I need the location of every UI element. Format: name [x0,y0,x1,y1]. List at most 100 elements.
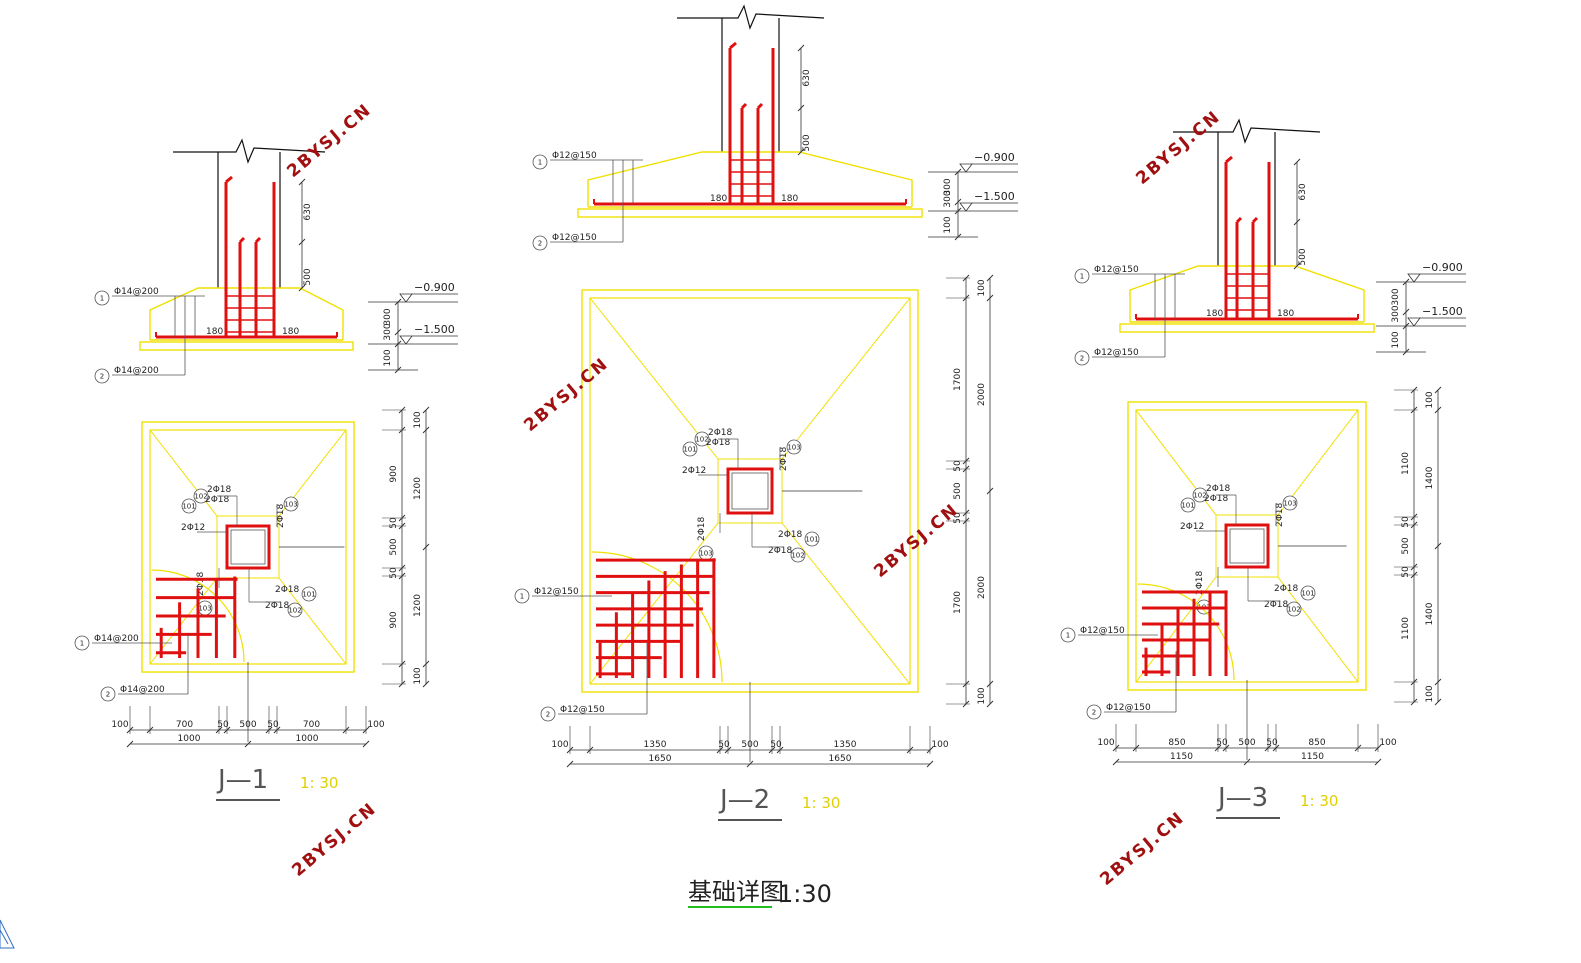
dimension-text: 1100 [1401,617,1411,640]
dimension-text: 1100 [1401,452,1411,475]
dimension-text: 50 [1401,566,1411,578]
drawing-title: 基础详图 [688,878,784,906]
anchorage-length-left: 180 [206,327,223,337]
rebar-tag: 2Φ18 [1206,484,1231,494]
anchorage-length-right: 180 [781,194,798,204]
detail-scale: 1: 30 [300,774,338,792]
dimension-tick [244,740,252,748]
dimension-tick [1434,386,1442,394]
dimension-tick [986,294,994,302]
dimension-text: 630 [303,203,313,220]
rebar-callout-2: Φ12@150 [552,233,597,243]
rebar-callout-1: Φ12@150 [534,587,579,597]
dimension-text: 1200 [413,477,423,500]
column-break-line [173,138,326,164]
dimension-text: 100 [943,216,953,233]
rebar-tag: 2Φ18 [1274,584,1299,594]
rebar-tag: 2Φ18 [207,485,232,495]
dimension-tick [422,660,430,668]
callout-bubble-number: 1 [1066,632,1070,640]
dimension-text: 850 [1168,738,1185,748]
dimension-text: 500 [239,720,256,730]
rebar-tag: 2Φ18 [1195,570,1205,595]
callout-bubble [1300,585,1316,601]
callout-bubble [1282,495,1298,511]
column-rebar [1251,216,1259,224]
slope-ridge-line [1277,576,1359,683]
dimension-text: 50 [1401,516,1411,528]
elevation-marker [959,163,973,173]
column-rebar [238,236,246,244]
callout-bubble-number: 2 [1080,355,1084,363]
dimension-text: 50 [1266,738,1278,748]
dimension-text: 1200 [413,594,423,617]
dimension-tick [1374,758,1382,766]
rebar-callout-2: Φ12@150 [1106,703,1151,713]
callout-bubble-number: 102 [194,493,207,501]
blinding-layer [1119,323,1375,333]
slope-ridge-line [781,522,911,685]
dimension-text: 100 [383,349,393,366]
footing-section-outline [149,287,344,340]
dimension-tick [797,44,805,52]
rebar-tag: 2Φ18 [708,428,733,438]
blinding-layer [577,208,923,218]
dimension-text: 1150 [1301,752,1324,762]
dimension-text: 100 [931,740,948,750]
callout-bubble [181,498,197,514]
dimension-text: 1700 [953,368,963,391]
elevation-marker [959,202,973,212]
column-rebar [740,102,748,110]
dimension-tick [954,198,962,206]
ucs-icon [0,919,15,949]
callout-bubble-number: 1 [100,295,104,303]
callout-bubble-number: 103 [787,444,800,452]
watermark: 2BYSJ.CN [870,500,962,582]
callout-bubble-number: 101 [302,591,315,599]
callout-bubble [193,488,209,504]
callout-bubble-number: 103 [1283,500,1296,508]
dimension-text: 1150 [1170,752,1193,762]
slope-ridge-line [781,297,911,460]
callout-bubble-number: 2 [1092,709,1096,717]
dimension-tick [298,178,306,186]
callout-bubble-number: 103 [284,501,297,509]
rebar-tag: 2Φ18 [697,516,707,541]
dimension-text: 630 [1298,183,1308,200]
footing-section-outline [1129,265,1365,322]
rebar-tag: 2Φ18 [205,495,230,505]
anchorage-length-right: 180 [282,327,299,337]
dimension-text: 630 [802,69,812,86]
callout-bubble [1286,601,1302,617]
dimension-text: 500 [741,740,758,750]
callout-bubble-number: 102 [791,552,804,560]
callout-bubble [790,547,806,563]
dimension-tick [986,274,994,282]
dimension-tick [394,328,402,336]
drawing-title-scale: 1:30 [778,880,832,908]
dimension-text: 300 [383,323,393,340]
callout-bubble [1074,350,1090,366]
dimension-text: 1650 [649,754,672,764]
mesh-break-arc [591,551,723,683]
dimension-text: 2000 [977,383,987,406]
elevation-bottom: −1.500 [1422,305,1463,318]
slope-ridge-line [589,297,719,460]
rebar-tag: 2Φ18 [779,446,789,471]
watermark: 2BYSJ.CN [1132,107,1224,189]
rebar-callout-2: Φ12@150 [560,705,605,715]
rebar-tag: 2Φ18 [265,601,290,611]
dimension-text: 1650 [829,754,852,764]
slope-ridge-line [1135,576,1217,683]
callout-bubble [94,368,110,384]
dimension-text: 700 [176,720,193,730]
rebar-callout-1: Φ12@150 [552,151,597,161]
dimension-tick [298,238,306,246]
watermark: 2BYSJ.CN [283,100,375,182]
elevation-marker [399,335,413,345]
elevation-marker [1407,317,1421,327]
column-rebar [1225,155,1233,164]
callout-bubble [283,496,299,512]
dimension-tick [926,760,934,768]
